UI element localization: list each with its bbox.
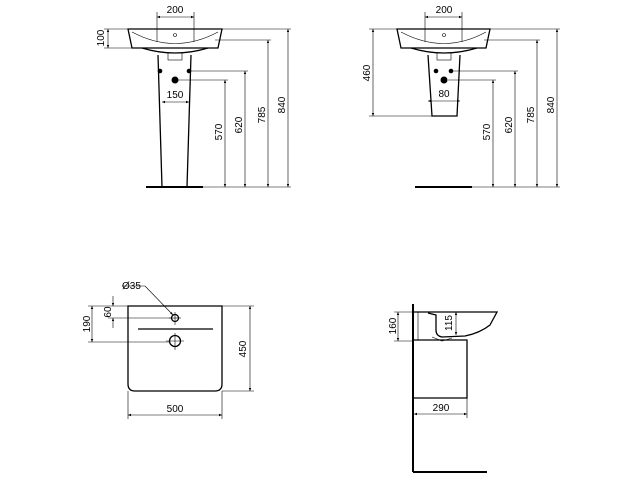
dim-160: 160 <box>388 317 399 334</box>
dim-785: 785 <box>526 106 537 123</box>
dim-460: 460 <box>362 64 373 81</box>
dim-785: 785 <box>257 106 268 123</box>
tap-connection-icon <box>157 68 163 74</box>
dim-620: 620 <box>504 116 515 133</box>
dim-150: 150 <box>167 90 184 101</box>
waste-connection-icon <box>440 76 448 84</box>
side-view: 160 115 290 <box>388 304 499 473</box>
dim-dia35: Ø35 <box>122 281 141 292</box>
semipedestal-front-view: 200 460 80 570 620 785 840 <box>362 5 560 188</box>
dim-840: 840 <box>277 96 288 113</box>
semipedestal-outline <box>427 54 461 117</box>
dim-190: 190 <box>82 315 93 332</box>
plan-view: Ø35 190 60 450 500 <box>82 281 254 419</box>
waste-connection-icon <box>171 76 179 84</box>
dim-840: 840 <box>546 96 557 113</box>
dim-290: 290 <box>433 403 450 414</box>
basin-outline <box>127 28 223 49</box>
basin-plan-outline <box>127 305 223 392</box>
dim-60: 60 <box>103 306 114 318</box>
semipedestal-side-outline <box>414 339 468 399</box>
basin-side-outline <box>414 311 499 338</box>
dim-115: 115 <box>444 315 455 331</box>
tap-connection-icon <box>186 68 192 74</box>
dim-80: 80 <box>438 89 450 100</box>
basin-outline <box>396 28 491 49</box>
pedestal-outline <box>157 54 192 188</box>
dim-450: 450 <box>238 340 249 357</box>
dim-100: 100 <box>96 29 107 46</box>
dim-620: 620 <box>234 116 245 133</box>
tap-connection-icon <box>448 68 454 74</box>
dim-500: 500 <box>167 404 184 415</box>
pedestal-front-view: 200 100 150 570 620 785 840 <box>96 5 291 188</box>
dim-200: 200 <box>167 5 184 16</box>
tap-connection-icon <box>433 68 439 74</box>
dim-200: 200 <box>436 5 453 16</box>
dim-570: 570 <box>214 123 225 140</box>
dim-570: 570 <box>482 123 493 140</box>
